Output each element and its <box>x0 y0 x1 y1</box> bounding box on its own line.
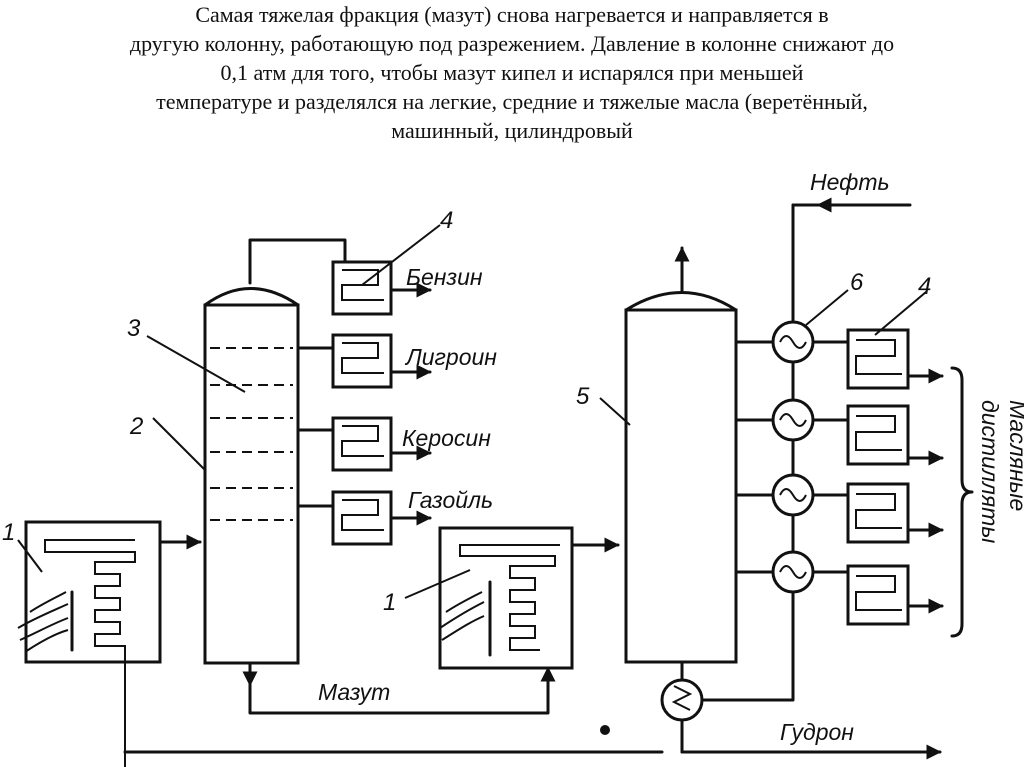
label-kerosin: Керосин <box>402 425 491 451</box>
label-oil-distillates: Масляные дистилляты <box>977 400 1024 543</box>
label-gazoil: Газойль <box>408 487 493 513</box>
caption-line-1: Самая тяжелая фракция (мазут) снова нагр… <box>195 2 829 27</box>
furnace-left <box>17 520 162 767</box>
label-3: 3 <box>127 315 141 342</box>
label-mazut: Мазут <box>318 679 390 705</box>
label-gudron: Гудрон <box>780 719 854 745</box>
label-1-left: 1 <box>2 519 15 546</box>
label-6: 6 <box>850 269 864 296</box>
label-4-left: 4 <box>440 207 453 234</box>
label-5: 5 <box>576 383 590 410</box>
label-4-right: 4 <box>918 273 931 300</box>
caption-line-3: 0,1 атм для того, чтобы мазут кипел и ис… <box>220 60 804 85</box>
heat-exchangers-column <box>734 203 815 594</box>
condenser-ligroin <box>296 333 432 389</box>
heat-exchanger-bottom <box>660 678 704 722</box>
condensers-right <box>811 328 944 626</box>
label-2: 2 <box>129 413 143 440</box>
distillates-bracket <box>950 366 974 638</box>
column-right <box>624 291 738 664</box>
label-neft: Нефть <box>810 169 890 195</box>
caption-text: Самая тяжелая фракция (мазут) снова нагр… <box>0 0 1024 145</box>
label-oil-distillates-line2: дистилляты <box>977 400 1003 543</box>
label-benzin: Бензин <box>406 264 483 290</box>
condenser-kerosin <box>296 416 432 472</box>
caption-line-4: температуре и разделялся на легкие, сред… <box>156 89 868 114</box>
label-ligroin: Лигроин <box>404 344 497 370</box>
label-oil-distillates-line1: Масляные <box>1005 400 1024 511</box>
caption-line-5: машинный, цилиндровый <box>391 118 633 143</box>
condenser-gazoil <box>296 490 432 546</box>
label-1-right: 1 <box>383 589 396 616</box>
caption-line-2: другую колонну, работающую под разрежени… <box>129 31 895 56</box>
furnace-right <box>438 526 574 670</box>
column-left <box>203 287 300 665</box>
